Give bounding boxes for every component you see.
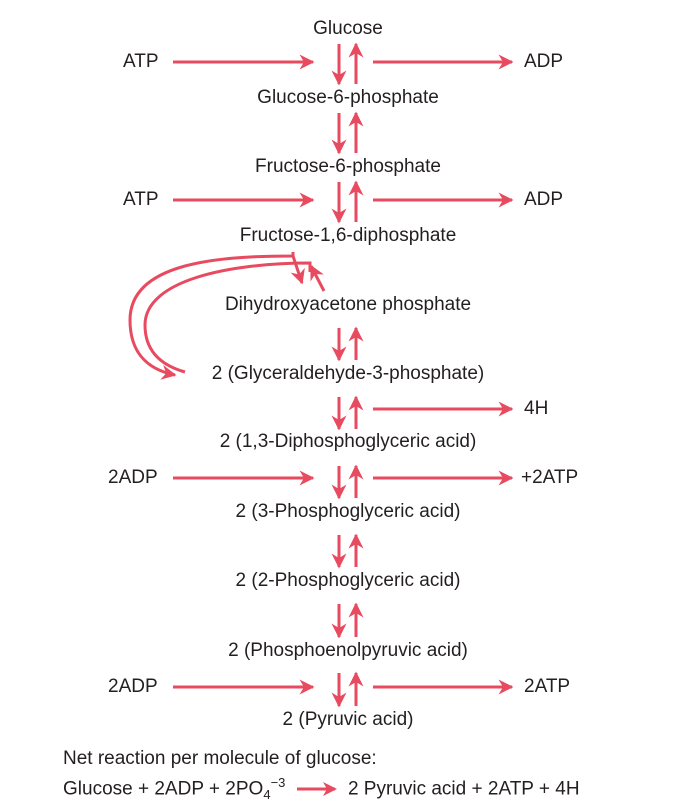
side-input-2adp-1: 2ADP xyxy=(108,467,158,488)
step-glucose-6-phosphate: Glucose-6-phosphate xyxy=(257,87,439,108)
step-1-3-diphosphoglyceric-acid: 2 (1,3-Diphosphoglyceric acid) xyxy=(219,431,477,452)
step-2-phosphoglyceric-acid: 2 (2-Phosphoglyceric acid) xyxy=(235,570,461,591)
side-output-adp-2: ADP xyxy=(524,189,564,210)
step-3-phosphoglyceric-acid: 2 (3-Phosphoglyceric acid) xyxy=(235,501,461,522)
step-glucose: Glucose xyxy=(313,18,383,39)
step-phosphoenolpyruvic-acid: 2 (Phosphoenolpyruvic acid) xyxy=(228,640,468,661)
split-arrow-outer xyxy=(128,252,295,380)
from-dhap-arrow xyxy=(309,264,326,292)
side-output-2atp-2: 2ATP xyxy=(524,676,571,697)
side-input-2adp-2: 2ADP xyxy=(108,676,158,697)
to-dhap-arrow xyxy=(290,255,305,285)
side-input-atp-2: ATP xyxy=(123,189,159,210)
side-output-2atp-1: +2ATP xyxy=(521,467,579,488)
side-input-atp-1: ATP xyxy=(123,51,159,72)
step-glyceraldehyde-3-phosphate: 2 (Glyceraldehyde-3-phosphate) xyxy=(211,363,485,384)
net-reaction-rhs: 2 Pyruvic acid + 2ATP + 4H xyxy=(347,778,580,800)
net-reaction-subscript: 4 xyxy=(263,787,271,803)
net-reaction-heading: Net reaction per molecule of glucose: xyxy=(63,748,377,769)
split-arrow-inner xyxy=(143,261,312,374)
side-output-adp-1: ADP xyxy=(524,51,564,72)
net-reaction-equation: Glucose + 2ADP + 2PO4−3 2 Pyruvic acid +… xyxy=(63,772,580,806)
step-dihydroxyacetone-phosphate: Dihydroxyacetone phosphate xyxy=(224,294,472,315)
side-output-4h: 4H xyxy=(524,398,549,419)
step-pyruvic-acid: 2 (Pyruvic acid) xyxy=(282,709,414,730)
net-reaction-superscript: −3 xyxy=(270,775,286,790)
step-fructose-1-6-diphosphate: Fructose-1,6-diphosphate xyxy=(239,225,457,246)
step-fructose-6-phosphate: Fructose-6-phosphate xyxy=(255,156,441,177)
net-reaction-lhs: Glucose + 2ADP + 2PO xyxy=(63,778,264,800)
net-reaction-arrow-icon xyxy=(296,782,337,797)
